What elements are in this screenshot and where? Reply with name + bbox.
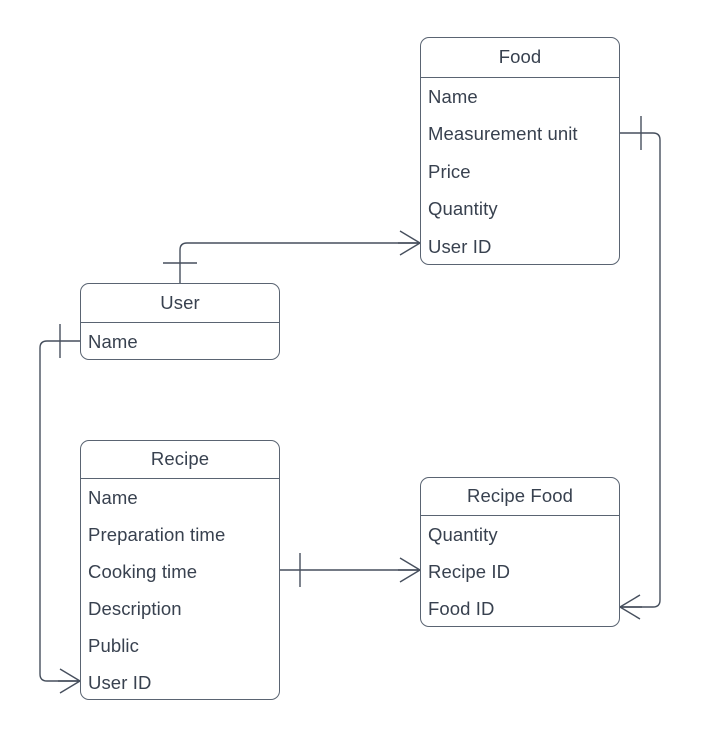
entity-user[interactable]: User Name [80,283,280,360]
entity-recipe-attribute: User ID [88,671,152,693]
cardinality-many-crowsfoot-recipe [58,668,81,694]
connector-food-recipefood[interactable] [619,116,661,620]
entity-food[interactable]: Food Name Measurement unit Price Quantit… [420,37,620,265]
connector-food-recipefood-line [620,132,661,608]
connector-recipe-recipefood[interactable] [280,553,421,587]
cardinality-many-crowsfoot-food [398,230,421,256]
entity-user-attribute: Name [88,330,138,352]
connector-user-recipe[interactable] [39,324,81,694]
entity-recipe[interactable]: Recipe Name Preparation time Cooking tim… [80,440,280,700]
connector-user-food[interactable] [163,230,421,283]
entity-recipe-attribute: Preparation time [88,523,226,545]
entity-recipe-attribute: Name [88,486,138,508]
entity-recipe-food-attribute: Recipe ID [428,560,511,582]
entity-recipe-attribute: Public [88,634,139,656]
entity-food-attribute: Price [428,160,471,182]
connector-user-food-line [179,242,420,283]
entity-recipe-attributes: Name Preparation time Cooking time Descr… [81,479,279,699]
connector-user-recipe-line [39,340,80,682]
entity-food-attribute: Measurement unit [428,123,578,145]
entity-recipe-food-attribute: Quantity [428,523,498,545]
entity-food-attribute: Quantity [428,198,498,220]
entity-recipe-attribute: Description [88,597,182,619]
entity-recipe-food-attributes: Quantity Recipe ID Food ID [421,516,619,626]
entity-food-attribute: User ID [428,235,492,257]
entity-food-attribute: Name [428,85,478,107]
cardinality-many-crowsfoot-recipefood-right [619,594,642,620]
entity-recipe-food[interactable]: Recipe Food Quantity Recipe ID Food ID [420,477,620,627]
entity-food-attributes: Name Measurement unit Price Quantity Use… [421,78,619,264]
entity-food-title: Food [421,38,619,78]
entity-recipe-food-attribute: Food ID [428,598,495,620]
cardinality-many-crowsfoot-recipefood-left [398,557,421,583]
entity-user-attributes: Name [81,323,279,359]
entity-recipe-attribute: Cooking time [88,560,198,582]
entity-recipe-title: Recipe [81,441,279,479]
entity-recipe-food-title: Recipe Food [421,478,619,516]
entity-user-title: User [81,284,279,323]
